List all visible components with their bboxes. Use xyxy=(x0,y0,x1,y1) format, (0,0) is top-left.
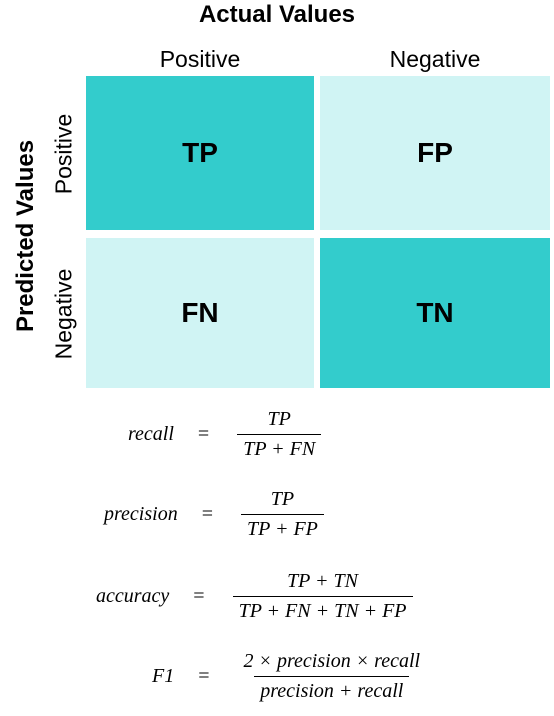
fraction: TP TP + FP xyxy=(240,488,324,541)
predicted-values-title: Predicted Values xyxy=(12,139,39,333)
equals-sign: = xyxy=(197,423,210,445)
denominator: precision + recall xyxy=(254,676,410,703)
equals-sign: = xyxy=(193,585,205,607)
row-label-positive: Positive xyxy=(50,113,77,195)
cell-true-negative: TN xyxy=(320,238,550,388)
fraction: 2 × precision × recall precision + recal… xyxy=(238,650,427,703)
f1-formula: F1 = 2 × precision × recall precision + … xyxy=(152,650,426,703)
cell-false-positive: FP xyxy=(320,76,550,230)
recall-formula: recall = TP TP + FN xyxy=(128,408,322,461)
numerator: TP xyxy=(267,408,291,430)
numerator: TP + TN xyxy=(287,570,358,592)
col-label-positive: Positive xyxy=(159,46,241,72)
numerator: 2 × precision × recall xyxy=(243,650,421,672)
formula-name: accuracy xyxy=(96,585,170,607)
cell-true-positive: TP xyxy=(86,76,314,230)
formula-name: F1 xyxy=(152,665,175,687)
cell-false-negative: FN xyxy=(86,238,314,388)
denominator: TP + FN + TN + FP xyxy=(232,596,413,623)
row-label-negative: Negative xyxy=(50,268,77,360)
col-label-negative: Negative xyxy=(389,46,481,72)
formula-name: precision xyxy=(104,503,178,525)
actual-values-title: Actual Values xyxy=(198,1,356,28)
fraction: TP + TN TP + FN + TN + FP xyxy=(232,570,413,623)
fraction: TP TP + FN xyxy=(237,408,322,461)
formulas: recall = TP TP + FN precision = TP TP + … xyxy=(0,400,554,716)
precision-formula: precision = TP TP + FP xyxy=(104,488,324,541)
denominator: TP + FP xyxy=(240,514,324,541)
denominator: TP + FN xyxy=(237,434,322,461)
formula-name: recall xyxy=(128,423,174,445)
equals-sign: = xyxy=(198,665,210,687)
numerator: TP xyxy=(270,488,295,510)
accuracy-formula: accuracy = TP + TN TP + FN + TN + FP xyxy=(96,570,413,623)
equals-sign: = xyxy=(201,503,213,525)
